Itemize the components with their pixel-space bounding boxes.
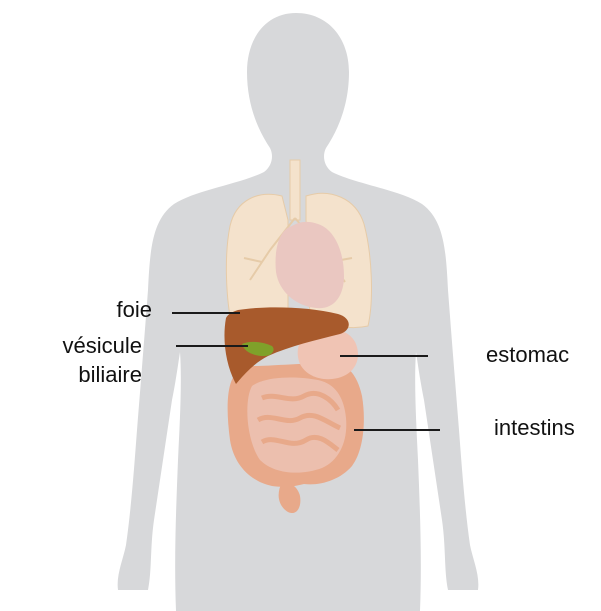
liver-label: foie	[60, 296, 152, 324]
gallbladder-label-line1: vésicule	[6, 332, 142, 360]
intestines-label: intestins	[494, 414, 575, 442]
stomach-label: estomac	[486, 341, 569, 369]
trachea	[290, 160, 300, 220]
gallbladder-label-line2: biliaire	[6, 361, 142, 389]
